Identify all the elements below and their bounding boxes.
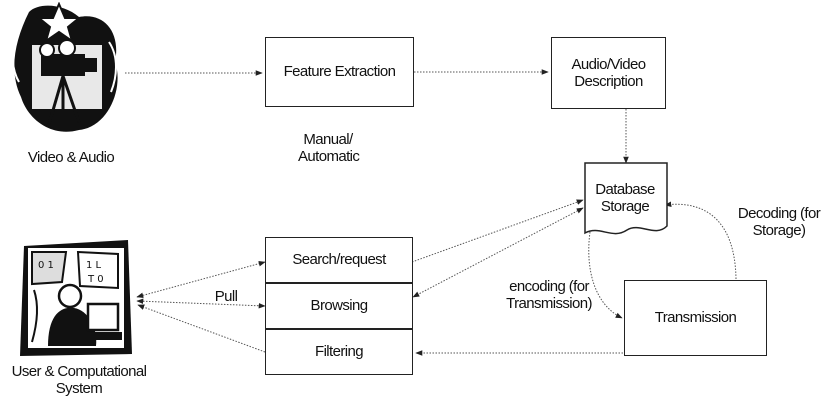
video-audio-label: Video & Audio (6, 149, 136, 166)
av-description-box: Audio/Video Description (551, 37, 666, 109)
transmission-box: Transmission (624, 280, 767, 356)
user-at-computer-icon: 0 1 1 L T 0 (18, 238, 134, 358)
feature-extraction-box: Feature Extraction (265, 37, 414, 107)
browsing-box: Browsing (265, 283, 413, 329)
arrow-user-browsing (137, 301, 265, 306)
svg-text:1 L: 1 L (86, 260, 102, 271)
arrow-filtering-to-user (138, 305, 265, 352)
browsing-label: Browsing (311, 297, 368, 314)
database-storage-label: Database Storage (588, 181, 662, 216)
film-camera-icon (9, 2, 127, 140)
search-request-label: Search/request (292, 251, 385, 268)
arrow-user-search (137, 262, 265, 297)
av-description-label: Audio/Video Description (558, 56, 659, 91)
manual-automatic-label: Manual/ Automatic (298, 131, 358, 166)
filtering-box: Filtering (265, 329, 413, 375)
encoding-label: encoding (for Transmission) (481, 278, 617, 313)
decoding-label: Decoding (for Storage) (734, 205, 824, 240)
svg-text:T 0: T 0 (87, 274, 104, 285)
feature-extraction-label: Feature Extraction (284, 63, 396, 80)
search-request-box: Search/request (265, 237, 413, 283)
transmission-label: Transmission (655, 309, 736, 326)
svg-text:0 1: 0 1 (38, 260, 54, 271)
pull-label: Pull (211, 288, 241, 305)
arrow-transmission-to-database (665, 204, 736, 279)
filtering-label: Filtering (315, 343, 363, 360)
user-system-label: User & Computational System (4, 363, 154, 398)
